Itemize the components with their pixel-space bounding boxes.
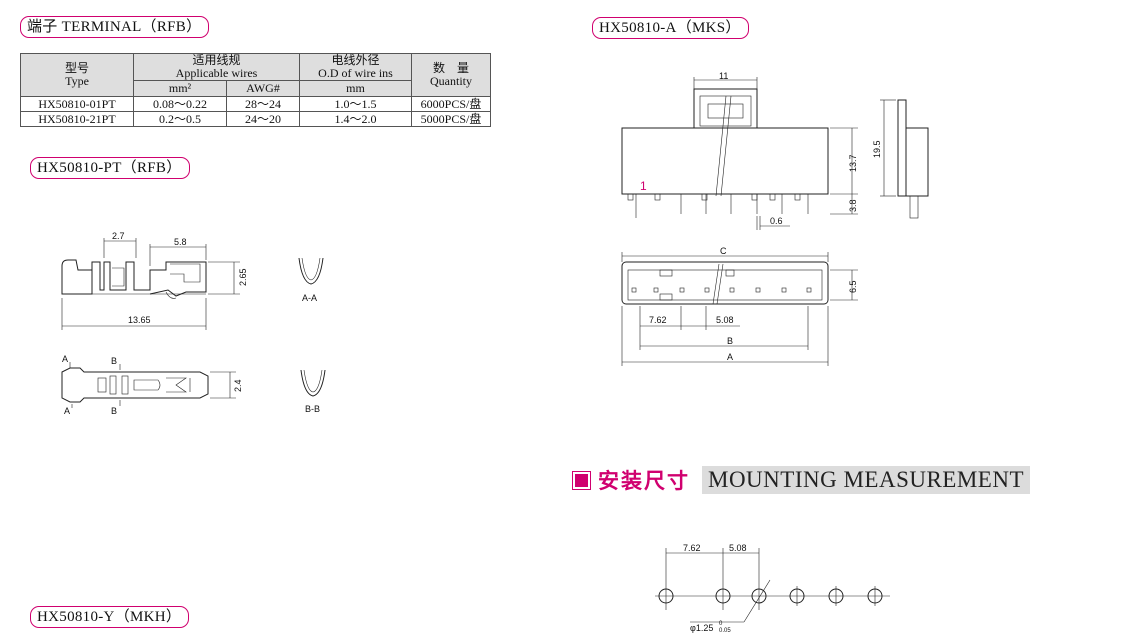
table-row: HX50810-01PT 0.08～0.22 28～24 1.0～1.5 600… xyxy=(20,96,491,112)
dim-0-6: 0.6 xyxy=(770,216,783,226)
dim-2-4: 2.4 xyxy=(233,379,243,392)
table-row: HX50810-21PT 0.2～0.5 24～20 1.4～2.0 5000P… xyxy=(20,111,491,127)
label-a-bottom: A xyxy=(64,406,70,416)
a-mks-title: HX50810-A（MKS） xyxy=(592,17,749,39)
pt-rfb-title: HX50810-PT（RFB） xyxy=(30,157,190,179)
dim-5-8: 5.8 xyxy=(174,237,187,247)
label-aa: A-A xyxy=(302,293,317,303)
dim-a: A xyxy=(727,352,733,362)
cell-awg: 24～20 xyxy=(226,111,300,127)
qty-header: 数 量 Quantity xyxy=(411,53,491,97)
label-b-bottom: B xyxy=(111,406,117,416)
type-header: 型号 Type xyxy=(20,53,134,97)
y-mkh-title: HX50810-Y（MKH） xyxy=(30,606,190,628)
mount-dim-5-08: 5.08 xyxy=(729,543,747,553)
qty-header-cn: 数 量 xyxy=(432,61,469,75)
connector-side-view: 19.5 xyxy=(872,99,929,219)
mounting-heading-en: MOUNTING MEASUREMENT xyxy=(702,466,1031,494)
od-header-cn: 电线外径 xyxy=(331,53,380,67)
cell-mm2: 0.08～0.22 xyxy=(133,96,227,112)
cell-od: 1.0～1.5 xyxy=(299,96,412,112)
mount-hole-pattern: 7.62 5.08 φ1.25 0 0.05 xyxy=(655,543,890,634)
terminal-rfb-title: 端子 TERMINAL（RFB） xyxy=(20,16,210,38)
connector-top-view: C 6.5 7.62 5.08 B A xyxy=(621,246,858,366)
terminal-side-view: 2.7 5.8 2.65 13.65 xyxy=(61,231,248,330)
section-aa: A-A xyxy=(298,257,324,303)
dim-2-7: 2.7 xyxy=(112,231,125,241)
square-bullet-icon xyxy=(572,470,591,490)
mount-hole-tol-plus: 0 xyxy=(719,621,723,627)
mounting-heading-cn: 安装尺寸 xyxy=(598,469,690,493)
dim-13-65: 13.65 xyxy=(128,315,151,325)
section-bb: B-B xyxy=(300,369,326,414)
label-bb: B-B xyxy=(305,404,320,414)
mount-hole-tol-minus: 0.05 xyxy=(719,628,731,634)
cell-qty: 5000PCS/盘 xyxy=(411,111,491,127)
cell-type: HX50810-21PT xyxy=(20,111,134,127)
wires-header-cn: 适用线规 xyxy=(192,53,241,67)
dim-6-5: 6.5 xyxy=(848,280,858,293)
dim-5-08: 5.08 xyxy=(716,315,734,325)
mount-hole-dia: φ1.25 xyxy=(690,623,713,633)
dim-19-5: 19.5 xyxy=(872,140,882,158)
od-header-en: O.D of wire ins xyxy=(318,66,393,80)
wires-header: 适用线规 Applicable wires xyxy=(133,53,300,81)
type-header-en: Type xyxy=(65,74,89,88)
spec-table: 型号 Type 适用线规 Applicable wires 电线外径 O.D o… xyxy=(20,53,491,127)
cell-mm2: 0.2～0.5 xyxy=(133,111,227,127)
dim-3-8: 3.8 xyxy=(848,199,858,212)
dim-c: C xyxy=(720,246,727,256)
dim-7-62: 7.62 xyxy=(649,315,667,325)
dim-11: 11 xyxy=(719,71,728,81)
connector-front-view: 11 1 13.7 3.8 0.6 xyxy=(621,71,858,230)
pin-1-marker: 1 xyxy=(640,179,647,193)
type-header-cn: 型号 xyxy=(64,61,89,75)
dim-b: B xyxy=(727,336,733,346)
label-a-top: A xyxy=(62,354,68,364)
cell-od: 1.4～2.0 xyxy=(299,111,412,127)
od-header: 电线外径 O.D of wire ins xyxy=(299,53,412,81)
qty-header-en: Quantity xyxy=(430,74,472,88)
dim-2-65: 2.65 xyxy=(238,268,248,286)
mount-dim-7-62: 7.62 xyxy=(683,543,701,553)
wires-header-en: Applicable wires xyxy=(175,66,258,80)
label-b-top: B xyxy=(111,356,117,366)
mounting-heading: 安装尺寸 MOUNTING MEASUREMENT xyxy=(572,466,1031,494)
terminal-top-view: 2.4 A B A B xyxy=(61,354,243,416)
dim-13-7: 13.7 xyxy=(848,154,858,172)
mm-subheader: mm xyxy=(299,80,412,97)
